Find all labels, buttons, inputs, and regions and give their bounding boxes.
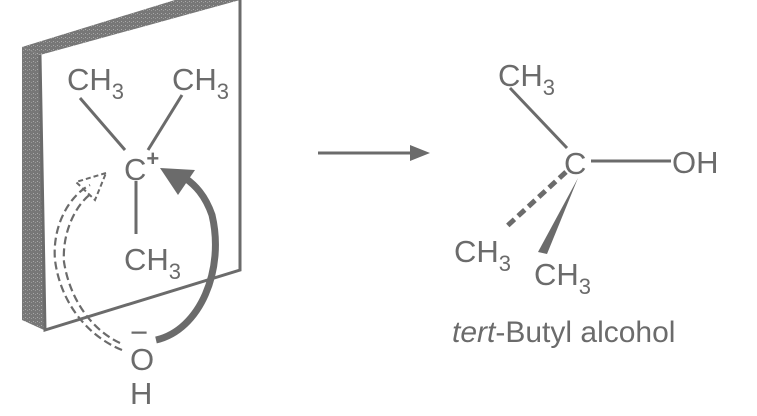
product-methyl-wedge: CH3 [534,257,591,299]
panel-top-edge [22,0,240,55]
carbocation-carbon: C+ [124,146,159,187]
product-name: tert-Butyl alcohol [452,316,675,349]
product-central-carbon: C [564,146,586,181]
front-attack-arrowhead-icon [160,168,195,195]
planar-carbocation-panel [22,0,242,333]
bond-upper-left [78,97,127,151]
panel-side-edge [22,47,44,330]
hydroxide-charge: − [130,315,148,350]
product-bond-up [508,86,569,150]
reaction-arrowhead-icon [410,145,430,161]
hydroxide-oxygen: O [130,342,154,377]
bond-upper-right [146,94,184,151]
front-attack-arrow [155,175,219,344]
product-methyl-top: CH3 [498,58,555,100]
rear-attack-arrow-inner [62,192,121,344]
rear-attack-arrowhead-icon [74,171,108,202]
product-wedge-bond [538,178,578,254]
panel-front-face [38,0,242,333]
product-methyl-dashed: CH3 [454,234,511,276]
methyl-upper-left: CH3 [67,62,124,104]
methyl-upper-right: CH3 [172,62,229,104]
hydroxide-hydrogen: H [130,376,152,411]
product-hydroxyl: OH [672,145,719,180]
methyl-lower: CH3 [124,242,181,284]
